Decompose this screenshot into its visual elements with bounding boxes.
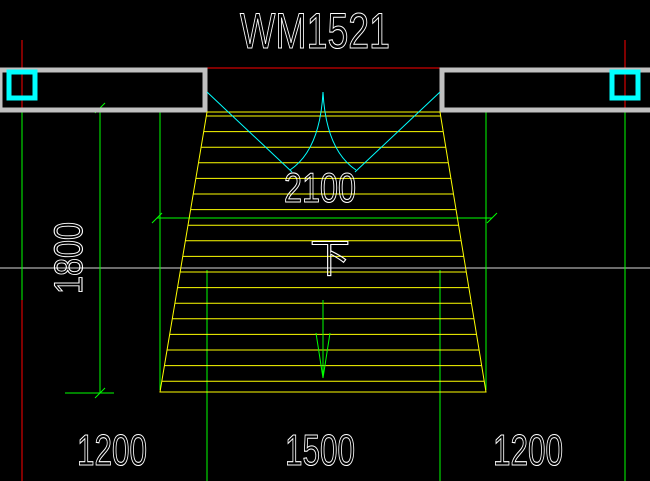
door-title: WM1521 [240,3,390,59]
bottom-dim-left: 1200 [77,426,147,475]
bottom-dim-right: 1200 [493,426,563,475]
down-arrow [315,300,331,379]
height-dimension-text: 1800 [47,222,91,294]
arrow-head-left [315,332,324,379]
ramp [159,111,487,393]
arrow-head-right [322,332,331,379]
door-arc-left [289,91,324,171]
column-left [6,69,38,101]
door-arc-right [322,91,357,171]
bottom-dim-middle: 1500 [285,426,355,475]
dimension-lines [0,102,650,481]
door-swing [206,91,441,173]
height-dim-tick-bottom [94,387,106,399]
walls [0,67,650,113]
door-swing-right [354,91,441,173]
width-dim-tick-right [486,212,498,224]
ramp-hatch [161,115,485,382]
door-swing-left [206,91,293,173]
width-dimension-text: 2100 [284,164,356,211]
ramp-outline [159,111,487,393]
direction-label: 下 [310,237,350,281]
wall-right [439,67,650,113]
columns [6,69,641,101]
column-right [609,69,641,101]
wall-left [0,67,208,113]
